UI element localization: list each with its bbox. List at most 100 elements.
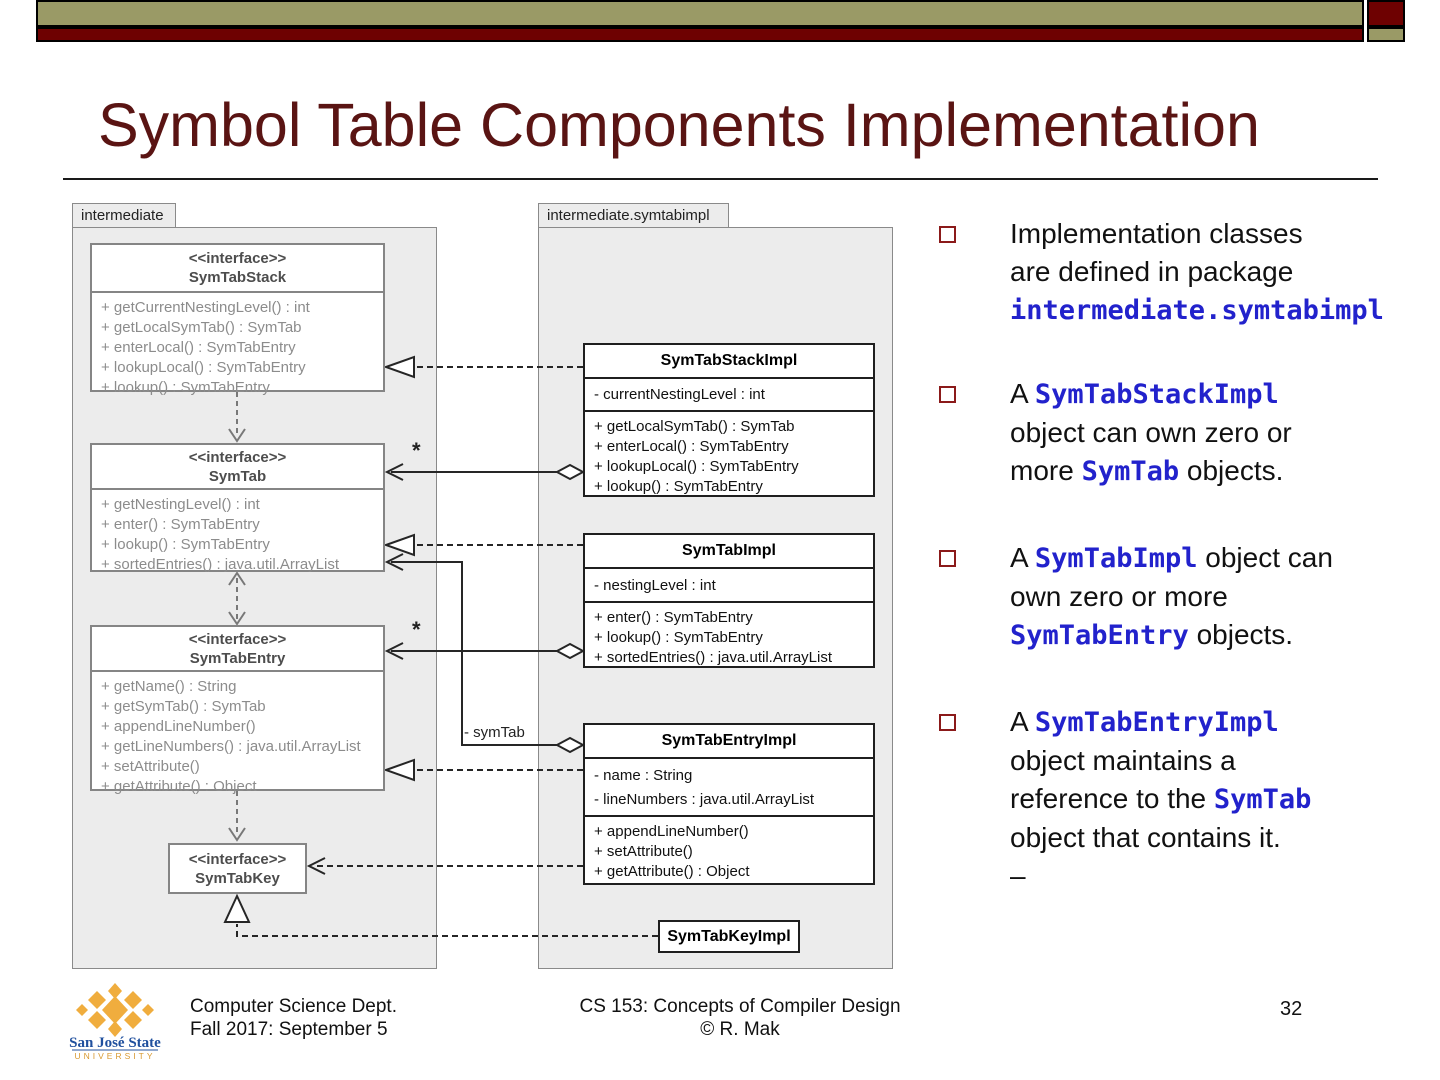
method: + sortedEntries() : java.util.ArrayList (101, 556, 340, 573)
bullet-line: object can own zero or (1010, 414, 1440, 452)
method: + getNestingLevel() : int (101, 496, 260, 513)
footer-course: CS 153: Concepts of Compiler Design (579, 996, 901, 1017)
header-square-maroon (1367, 0, 1405, 27)
bullet-line: intermediate.symtabimpl (1010, 291, 1440, 330)
class-header: <<interface>> SymTabEntry (92, 627, 383, 672)
class-name: SymTabStackImpl (585, 345, 873, 379)
methods: + getNestingLevel() : int + enter() : Sy… (92, 490, 383, 575)
sjsu-logo-diamonds (76, 983, 154, 1037)
realization-symtabimpl (383, 533, 583, 557)
header-bar-maroon (36, 27, 1364, 42)
multiplicity-star-symtab: * (412, 438, 421, 463)
class-name: SymTab (208, 468, 267, 485)
bullet-text: object can own zero or (1010, 417, 1292, 448)
class-box-symtabkeyimpl: SymTabKeyImpl (658, 920, 800, 953)
aggregation-symtabstackimpl-symtab (384, 463, 586, 481)
method: + appendLineNumber() (101, 718, 256, 735)
bullet-line: A SymTabStackImpl (1010, 375, 1440, 414)
bullet-text: object can (1197, 542, 1333, 573)
bullet-text: A (1010, 706, 1035, 737)
class-name: SymTabImpl (585, 535, 873, 569)
bullet-item: A SymTabImpl object can own zero or more… (939, 539, 1440, 655)
bullet-code: SymTab (1081, 456, 1180, 487)
header-square-olive (1367, 27, 1405, 42)
bullet-line: A SymTabImpl object can (1010, 539, 1440, 578)
sjsu-logo-university: UNIVERSITY (74, 1051, 155, 1061)
sjsu-logo-name: San José State (69, 1035, 161, 1051)
class-name: SymTabEntry (189, 650, 286, 667)
bullet-line: are defined in package (1010, 253, 1440, 291)
bullet-line: own zero or more (1010, 578, 1440, 616)
bullet-text: A (1010, 542, 1035, 573)
dependency-symtabstack-symtab (228, 392, 246, 443)
bullet-line: Implementation classes (1010, 215, 1440, 253)
bullet-square-icon (939, 714, 956, 731)
methods: + getCurrentNestingLevel() : int + getLo… (92, 293, 383, 398)
class-box-symtabimpl: SymTabImpl - nestingLevel : int + enter(… (583, 533, 875, 668)
method: + getName() : String (101, 678, 237, 695)
attribute: - lineNumbers : java.util.ArrayList (594, 791, 815, 808)
class-name: SymTabKey (195, 870, 280, 887)
attribute: - name : String (594, 767, 693, 784)
method: + getCurrentNestingLevel() : int (101, 299, 310, 316)
bullet-square-icon (939, 550, 956, 567)
method: + sortedEntries() : java.util.ArrayList (594, 649, 833, 666)
method: + lookup() : SymTabEntry (594, 478, 763, 495)
role-label-symtab-ref: - symTab (464, 724, 525, 741)
methods: + enter() : SymTabEntry + lookup() : Sym… (585, 603, 873, 668)
bullet-item: A SymTabEntryImpl object maintains a ref… (939, 703, 1440, 895)
class-box-symtabkey: <<interface>> SymTabKey (168, 843, 307, 894)
attribute: - currentNestingLevel : int (594, 386, 765, 403)
method: + setAttribute() (594, 843, 693, 860)
stereotype: <<interface>> (188, 631, 287, 648)
page-title: Symbol Table Components Implementation (98, 91, 1260, 159)
footer-copyright: © R. Mak (700, 1019, 780, 1040)
aggregation-symtabimpl-symtabentry (384, 642, 586, 660)
method: + lookup() : SymTabEntry (101, 536, 270, 553)
class-header: <<interface>> SymTabStack (92, 245, 383, 293)
bullet-line: A SymTabEntryImpl (1010, 703, 1440, 742)
dependency-symtabentryimpl-symtabkey (306, 857, 583, 875)
bullet-text: object that contains it. (1010, 822, 1281, 853)
method: + getAttribute() : Object (594, 863, 750, 880)
methods: + getName() : String + getSymTab() : Sym… (92, 672, 383, 797)
sjsu-logo: San José State UNIVERSITY (69, 983, 161, 1061)
bullet-text: A (1010, 378, 1035, 409)
method: + lookup() : SymTabEntry (101, 379, 270, 396)
bullet-item: A SymTabStackImpl object can own zero or… (939, 375, 1440, 491)
bullet-line: – (1010, 857, 1440, 895)
bullet-text: objects. (1179, 455, 1284, 486)
bullet-text: Implementation classes (1010, 218, 1303, 249)
methods: + getLocalSymTab() : SymTab + enterLocal… (585, 412, 873, 497)
class-box-symtabstack: <<interface>> SymTabStack + getCurrentNe… (90, 243, 385, 396)
method: + enter() : SymTabEntry (594, 609, 753, 626)
bullet-line: SymTabEntry objects. (1010, 616, 1440, 655)
method: + lookupLocal() : SymTabEntry (594, 458, 799, 475)
bullet-item: Implementation classes are defined in pa… (939, 215, 1440, 330)
footer-left: Computer Science Dept. Fall 2017: Septem… (190, 995, 397, 1041)
footer-center: CS 153: Concepts of Compiler Design © R.… (500, 995, 980, 1041)
bullet-code: SymTab (1213, 784, 1312, 815)
attributes: - currentNestingLevel : int (585, 379, 873, 412)
bullet-text: own zero or more (1010, 581, 1228, 612)
bullet-code: SymTabImpl (1034, 543, 1198, 574)
footer-term: Fall 2017: September 5 (190, 1019, 388, 1040)
method: + enterLocal() : SymTabEntry (101, 339, 296, 356)
method: + getSymTab() : SymTab (101, 698, 266, 715)
dependency-symtab-symtabentry (228, 571, 246, 626)
package-tab-symtabimpl: intermediate.symtabimpl (538, 203, 729, 228)
method: + getLineNumbers() : java.util.ArrayList (101, 738, 361, 755)
bullet-text: object maintains a (1010, 745, 1236, 776)
method: + setAttribute() (101, 758, 200, 775)
bullet-code: SymTabEntryImpl (1034, 707, 1279, 738)
class-name: SymTabEntryImpl (585, 725, 873, 759)
bullet-code: SymTabStackImpl (1034, 379, 1279, 410)
realization-symtabentryimpl (383, 758, 583, 782)
bullet-text: reference to the (1010, 783, 1214, 814)
attributes: - nestingLevel : int (585, 569, 873, 603)
method: + lookup() : SymTabEntry (594, 629, 763, 646)
stereotype: <<interface>> (188, 851, 287, 868)
association-symtabentryimpl-symtab (384, 553, 586, 754)
